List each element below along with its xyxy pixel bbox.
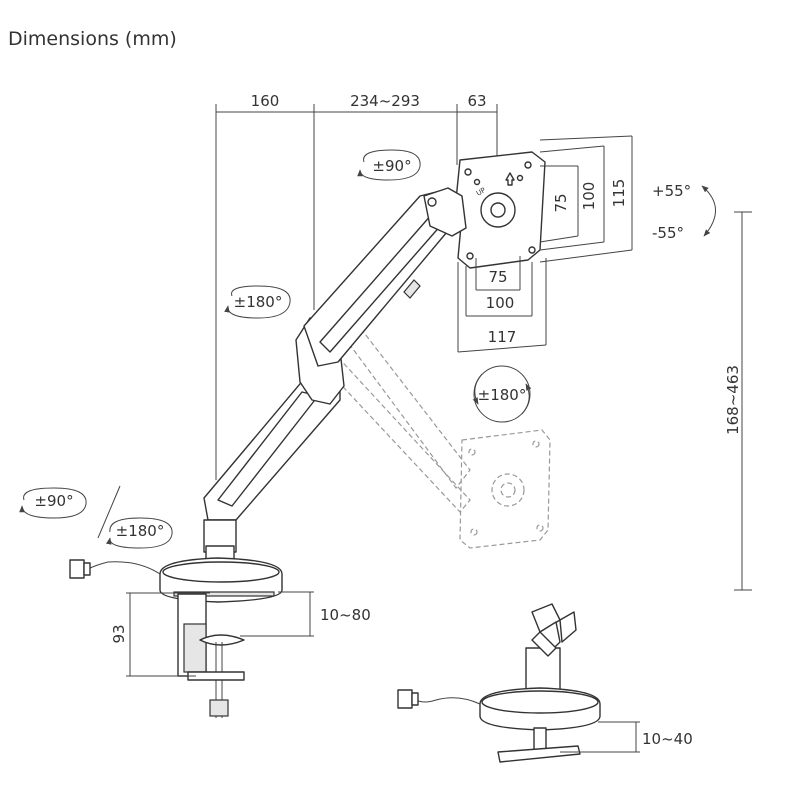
- svg-text:UP: UP: [475, 186, 487, 198]
- angle-arm-rotate: ±180°: [224, 285, 291, 319]
- monitor-arm: [203, 187, 467, 561]
- page-title: Dimensions (mm): [8, 28, 177, 50]
- dim-160: 160: [251, 92, 280, 110]
- dim-plate-w-100: 100: [486, 294, 515, 312]
- angle-vesa-rotate: ±180°: [472, 365, 532, 423]
- dim-10-80: 10~80: [320, 606, 371, 624]
- dim-234-293: 234~293: [350, 92, 420, 110]
- clamp-dimensions: 93 10~80: [110, 591, 371, 677]
- vesa-width-dimensions: 75 100 117: [457, 256, 547, 353]
- grommet-mount: [397, 603, 601, 763]
- svg-text:±180°: ±180°: [116, 522, 165, 540]
- angle-tilt: +55° -55°: [652, 182, 716, 242]
- angle-head-swivel: ±90°: [357, 149, 421, 181]
- dim-93: 93: [110, 624, 128, 643]
- svg-text:±90°: ±90°: [372, 157, 411, 175]
- dim-plate-w-75: 75: [488, 268, 507, 286]
- svg-text:±180°: ±180°: [478, 386, 527, 404]
- svg-text:-55°: -55°: [652, 224, 684, 242]
- desk-clamp: [69, 557, 283, 718]
- svg-text:±180°: ±180°: [234, 293, 283, 311]
- dim-plate-h-115: 115: [610, 179, 628, 208]
- reach-dimensions: 160 234~293 63: [215, 92, 498, 480]
- grommet-dimension: 10~40: [560, 721, 693, 753]
- angle-base-swivel: ±90°: [19, 487, 87, 519]
- vesa-plate: UP: [455, 151, 546, 269]
- dim-10-40: 10~40: [642, 730, 693, 748]
- angle-base-rotate: ±180°: [106, 517, 173, 549]
- svg-text:±90°: ±90°: [34, 492, 73, 510]
- dim-plate-h-100: 100: [580, 182, 598, 211]
- dim-plate-h-75: 75: [552, 193, 570, 212]
- svg-text:+55°: +55°: [652, 182, 691, 200]
- dim-63: 63: [467, 92, 486, 110]
- height-dimension: 168~463: [724, 211, 752, 591]
- vesa-height-dimensions: 75 100 115: [539, 135, 633, 263]
- dim-168-463: 168~463: [724, 365, 742, 435]
- dim-plate-w-117: 117: [488, 328, 517, 346]
